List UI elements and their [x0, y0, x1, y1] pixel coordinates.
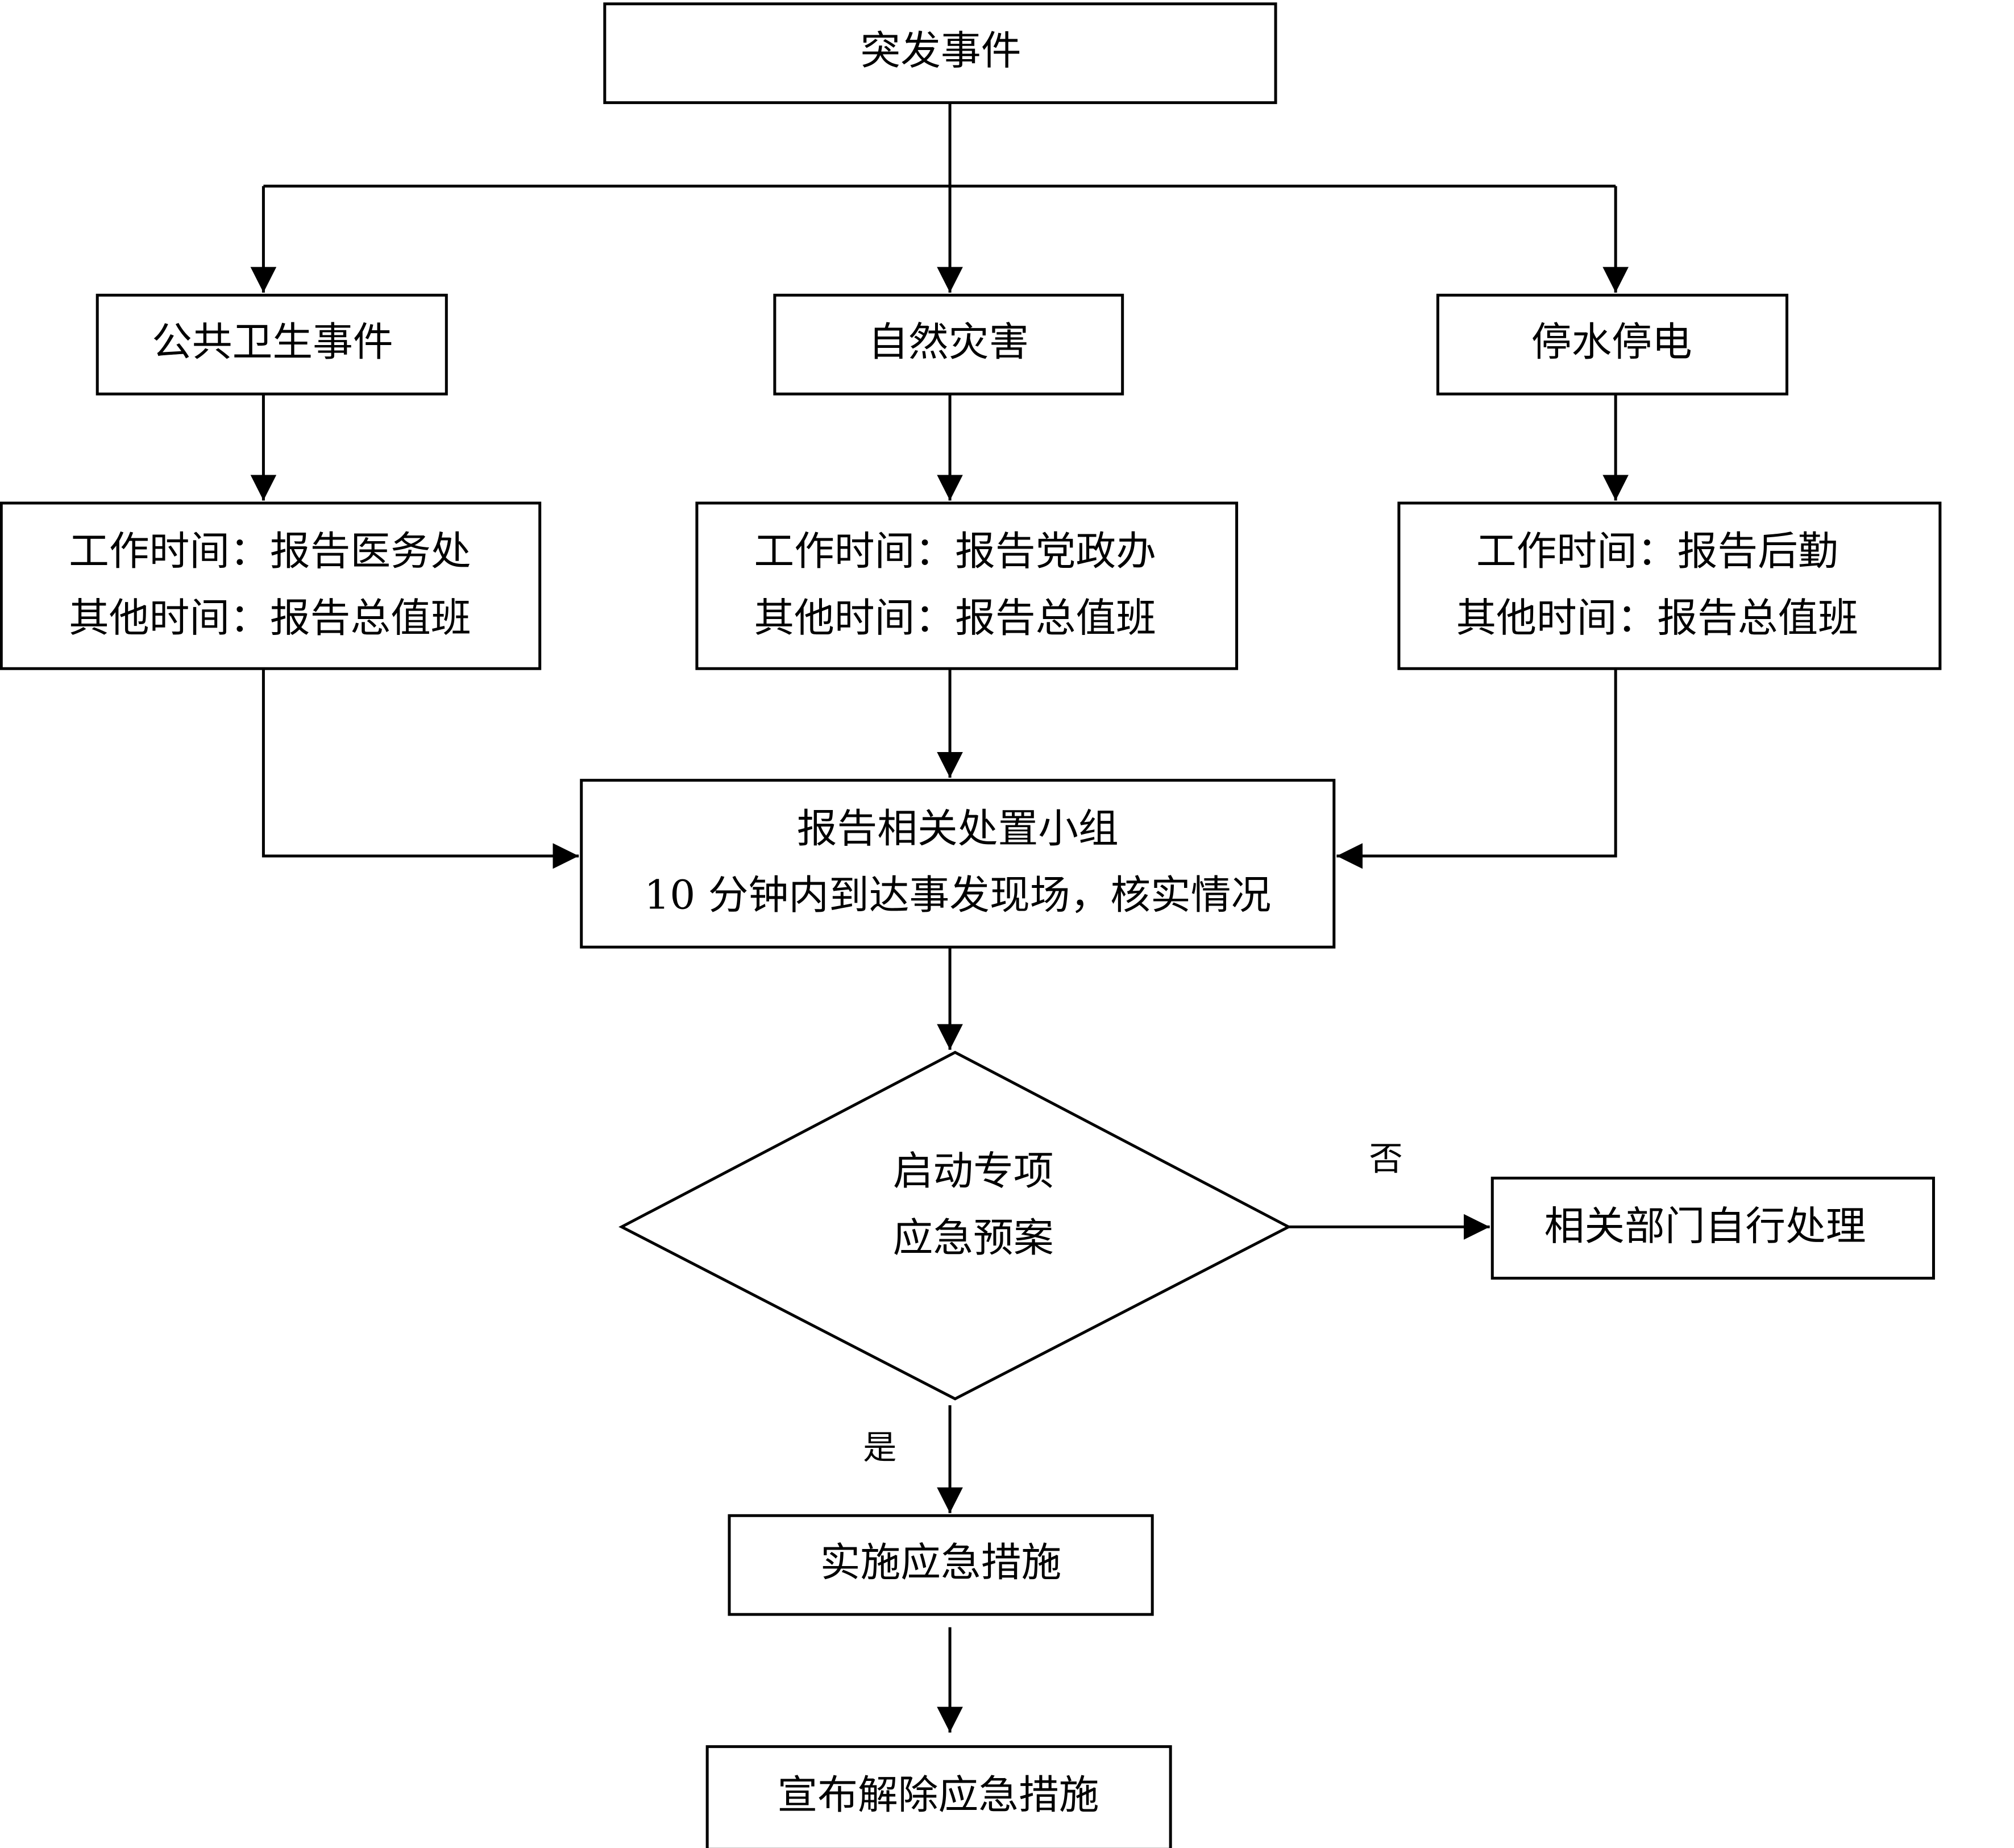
node-label: 公共卫生事件: [152, 319, 393, 366]
node-label: 停水停电: [1531, 319, 1692, 366]
connectors: [250, 102, 1629, 1733]
node-label: 突发事件: [861, 28, 1021, 74]
node-label: 实施应急措施: [820, 1539, 1062, 1586]
node-label: 自然灾害: [868, 319, 1029, 366]
node-outage: 停水停电: [1436, 293, 1789, 396]
node-report-left: 工作时间：报告医务处 其他时间：报告总值班: [0, 501, 542, 670]
node-public-health: 公共卫生事件: [95, 293, 448, 396]
node-label: 其他时间：报告总值班: [69, 595, 471, 641]
node-report-mid: 工作时间：报告党政办 其他时间：报告总值班: [695, 501, 1239, 670]
node-self-handle: 相关部门自行处理: [1490, 1177, 1935, 1280]
node-group: 报告相关处置小组 10 分钟内到达事发现场，核实情况: [580, 779, 1336, 949]
node-label: 工作时间：报告党政办: [754, 528, 1156, 575]
arrow: [261, 668, 579, 869]
arrow: [1336, 668, 1617, 869]
node-label: 工作时间：报告后勤: [1476, 528, 1838, 575]
label-yes: 是: [863, 1428, 896, 1467]
node-label: 10 分钟内到达事发现场，核实情况: [644, 872, 1271, 919]
node-label: 其他时间：报告总值班: [754, 595, 1156, 641]
node-label: 宣布解除应急措施: [778, 1772, 1099, 1818]
node-implement: 实施应急措施: [728, 1514, 1154, 1616]
node-start: 突发事件: [603, 2, 1277, 105]
node-decision: 启动专项 应急预案: [618, 1050, 1292, 1401]
node-label: 其他时间：报告总值班: [1456, 595, 1858, 641]
node-label: 相关部门自行处理: [1544, 1203, 1866, 1250]
node-natural-disaster: 自然灾害: [773, 293, 1124, 396]
node-label: 应急预案: [893, 1215, 1054, 1261]
node-report-right: 工作时间：报告后勤 其他时间：报告总值班: [1397, 501, 1942, 670]
node-label: 工作时间：报告医务处: [69, 528, 471, 575]
node-label: 启动专项: [893, 1148, 1054, 1194]
node-release: 宣布解除应急措施: [705, 1745, 1172, 1848]
label-no: 否: [1369, 1139, 1402, 1178]
node-label: 报告相关处置小组: [797, 805, 1119, 852]
